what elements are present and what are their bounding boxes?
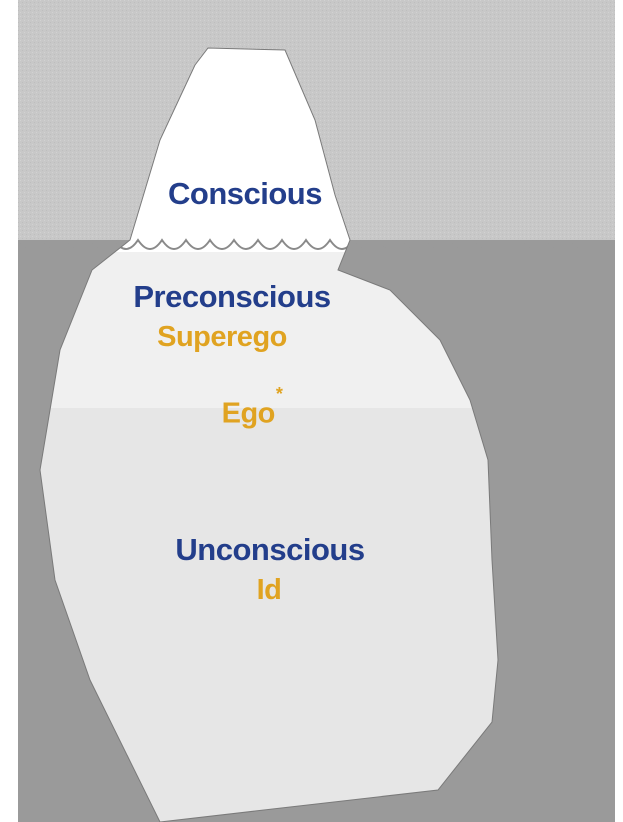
label-superego: Superego bbox=[157, 321, 287, 354]
label-ego: Ego bbox=[222, 398, 275, 430]
label-unconscious: Unconscious bbox=[175, 532, 364, 568]
label-conscious: Conscious bbox=[168, 176, 322, 212]
label-ego-asterisk: * bbox=[276, 384, 283, 404]
label-id: Id bbox=[257, 574, 282, 607]
label-preconscious: Preconscious bbox=[133, 279, 330, 315]
label-ego-group: Ego* bbox=[222, 396, 283, 431]
